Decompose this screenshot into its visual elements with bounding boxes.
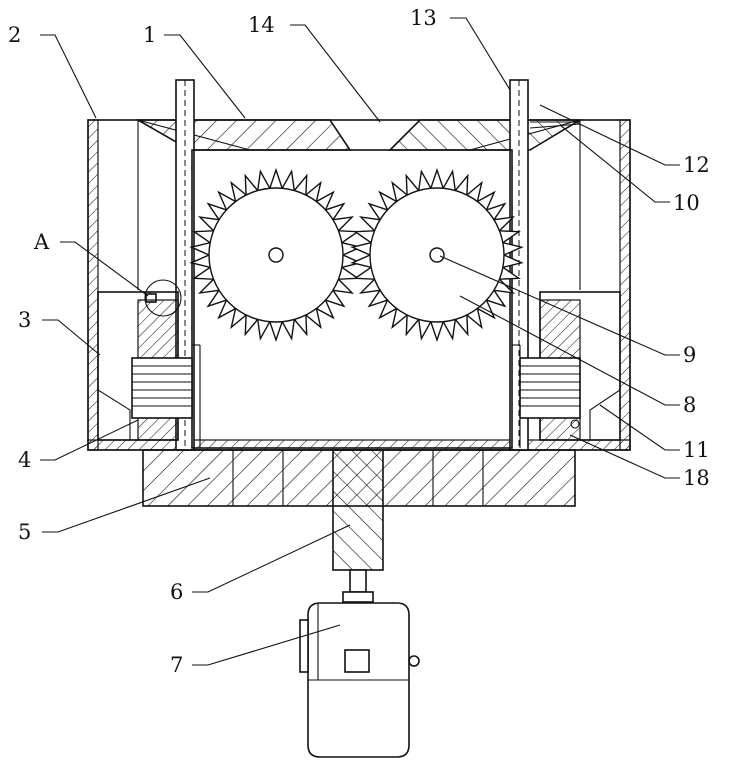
label-7: 7: [170, 653, 183, 677]
label-12: 12: [683, 153, 710, 177]
label-10: 10: [673, 191, 700, 215]
right-spring-stack: [520, 358, 580, 418]
right-gear: [352, 170, 521, 340]
left-gear-axle: [269, 248, 283, 262]
label-5: 5: [18, 520, 31, 544]
gear-group: [191, 170, 521, 340]
left-spring-stack: [132, 358, 192, 418]
label-14: 14: [248, 13, 275, 37]
label-8: 8: [683, 393, 696, 417]
motor: [300, 603, 419, 757]
label-4: 4: [18, 448, 31, 472]
label-A: A: [33, 230, 50, 254]
right-gear-axle: [430, 248, 444, 262]
label-9: 9: [683, 343, 696, 367]
label-1: 1: [143, 23, 156, 47]
label-3: 3: [18, 308, 31, 332]
label-6: 6: [170, 580, 183, 604]
label-13: 13: [410, 6, 437, 30]
label-11: 11: [683, 438, 710, 462]
label-2: 2: [8, 23, 21, 47]
left-gear: [191, 170, 360, 340]
label-18: 18: [683, 466, 710, 490]
drive-shaft: [333, 450, 383, 602]
